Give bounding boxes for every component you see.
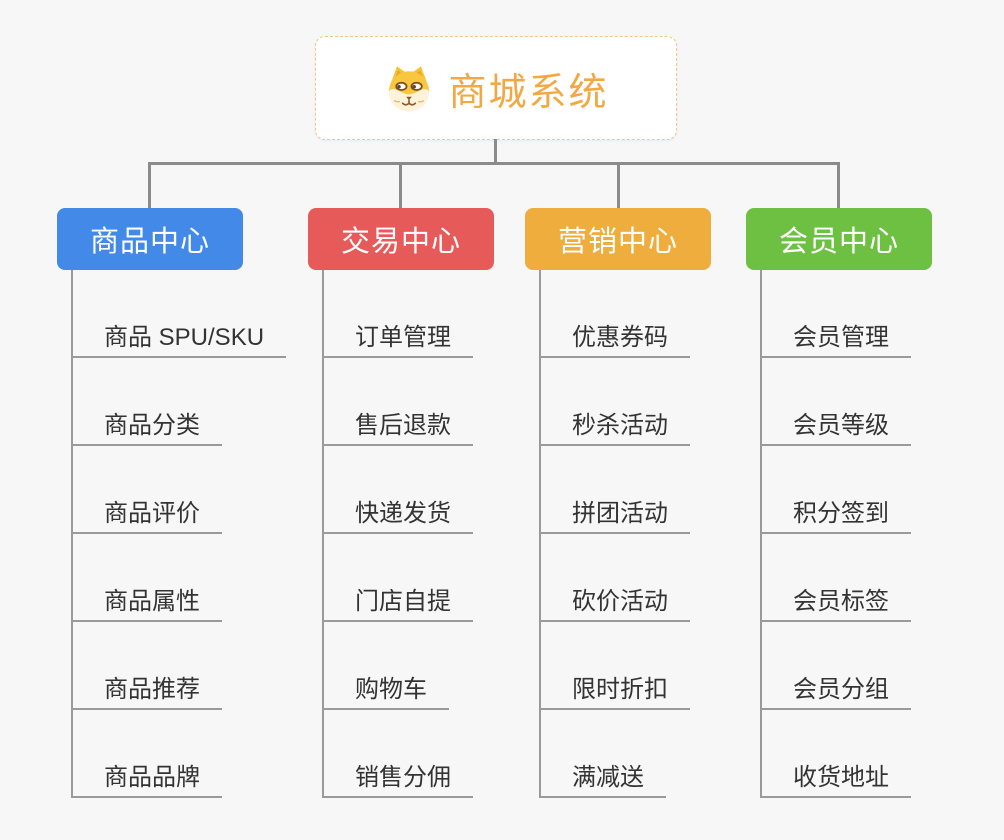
branch-vertical-line <box>539 270 541 798</box>
leaf-shopping-cart[interactable]: 购物车 <box>322 669 449 710</box>
branch-box-marketing-center[interactable]: 营销中心 <box>525 208 711 270</box>
leaf-express-shipping[interactable]: 快递发货 <box>322 493 473 534</box>
leaf-member-management[interactable]: 会员管理 <box>760 317 911 358</box>
leaf-store-pickup[interactable]: 门店自提 <box>322 581 473 622</box>
list-item: 满减送 <box>539 710 775 798</box>
list-item: 收货地址 <box>760 710 996 798</box>
leaf-product-review[interactable]: 商品评价 <box>71 493 222 534</box>
leaf-member-tag[interactable]: 会员标签 <box>760 581 911 622</box>
leaf-points-checkin[interactable]: 积分签到 <box>760 493 911 534</box>
branch-box-product-center[interactable]: 商品中心 <box>57 208 243 270</box>
leaf-product-recommend[interactable]: 商品推荐 <box>71 669 222 710</box>
branch-trade-center: 交易中心 订单管理 售后退款 快递发货 门店自提 购物车 销售分佣 <box>308 208 558 798</box>
leaf-bargain-activity[interactable]: 砍价活动 <box>539 581 690 622</box>
dog-face-icon <box>389 66 430 112</box>
leaf-product-brand[interactable]: 商品品牌 <box>71 757 222 798</box>
list-item: 限时折扣 <box>539 622 775 710</box>
list-item: 商品分类 <box>71 358 307 446</box>
branch-vertical-line <box>322 270 324 798</box>
list-item: 商品属性 <box>71 534 307 622</box>
branch-product-center: 商品中心 商品 SPU/SKU 商品分类 商品评价 商品属性 商品推荐 商品品牌 <box>57 208 307 798</box>
drop-line-marketing-center <box>617 164 620 208</box>
leaf-shipping-address[interactable]: 收货地址 <box>760 757 911 798</box>
list-item: 拼团活动 <box>539 446 775 534</box>
drop-line-member-center <box>837 164 840 208</box>
branch-box-member-center[interactable]: 会员中心 <box>746 208 932 270</box>
list-item: 会员等级 <box>760 358 996 446</box>
leaf-product-category[interactable]: 商品分类 <box>71 405 222 446</box>
leaf-spend-and-save[interactable]: 满减送 <box>539 757 666 798</box>
list-item: 销售分佣 <box>322 710 558 798</box>
branch-member-center: 会员中心 会员管理 会员等级 积分签到 会员标签 会员分组 收货地址 <box>746 208 996 798</box>
leaf-product-attribute[interactable]: 商品属性 <box>71 581 222 622</box>
root-connector-line <box>494 139 497 163</box>
list-item: 售后退款 <box>322 358 558 446</box>
leaf-member-group[interactable]: 会员分组 <box>760 669 911 710</box>
list-item: 商品 SPU/SKU <box>71 270 307 358</box>
list-item: 会员标签 <box>760 534 996 622</box>
list-item: 秒杀活动 <box>539 358 775 446</box>
branch-box-trade-center[interactable]: 交易中心 <box>308 208 494 270</box>
root-title: 商城系统 <box>448 71 609 114</box>
list-item: 门店自提 <box>322 534 558 622</box>
list-item: 商品评价 <box>71 446 307 534</box>
drop-line-trade-center <box>399 164 402 208</box>
list-item: 订单管理 <box>322 270 558 358</box>
list-item: 会员管理 <box>760 270 996 358</box>
list-item: 商品品牌 <box>71 710 307 798</box>
root-node[interactable]: 商城系统 <box>315 36 677 140</box>
leaf-product-spu-sku[interactable]: 商品 SPU/SKU <box>71 317 287 358</box>
leaf-limited-time-discount[interactable]: 限时折扣 <box>539 669 690 710</box>
branch-marketing-center: 营销中心 优惠券码 秒杀活动 拼团活动 砍价活动 限时折扣 满减送 <box>525 208 775 798</box>
leaf-member-level[interactable]: 会员等级 <box>760 405 911 446</box>
leaf-group-buy[interactable]: 拼团活动 <box>539 493 690 534</box>
branch-vertical-line <box>71 270 73 798</box>
list-item: 购物车 <box>322 622 558 710</box>
leaf-coupon-code[interactable]: 优惠券码 <box>539 317 690 358</box>
branch-vertical-line <box>760 270 762 798</box>
leaf-sales-commission[interactable]: 销售分佣 <box>322 757 473 798</box>
list-item: 优惠券码 <box>539 270 775 358</box>
drop-line-product-center <box>148 164 151 208</box>
leaf-after-sale-refund[interactable]: 售后退款 <box>322 405 473 446</box>
list-item: 积分签到 <box>760 446 996 534</box>
list-item: 商品推荐 <box>71 622 307 710</box>
list-item: 快递发货 <box>322 446 558 534</box>
branch-bus-line <box>148 162 840 165</box>
list-item: 砍价活动 <box>539 534 775 622</box>
leaf-flash-sale[interactable]: 秒杀活动 <box>539 405 690 446</box>
leaf-order-management[interactable]: 订单管理 <box>322 317 473 358</box>
list-item: 会员分组 <box>760 622 996 710</box>
